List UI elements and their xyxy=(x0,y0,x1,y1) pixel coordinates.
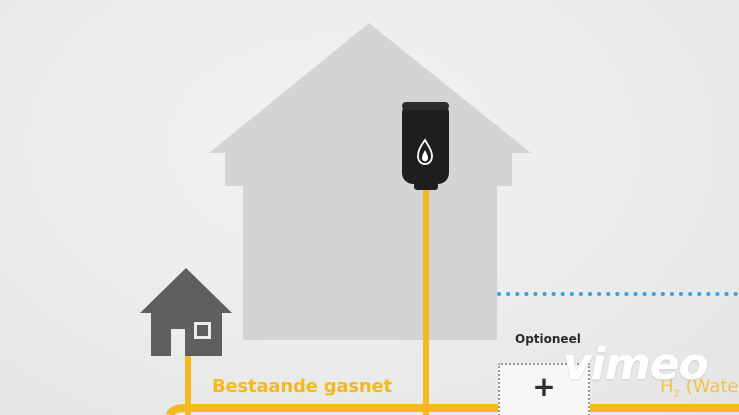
h2-symbol: H xyxy=(660,376,674,397)
gas-pipes xyxy=(166,188,739,415)
flame-icon xyxy=(417,138,433,165)
vimeo-watermark-logo[interactable]: vimeo xyxy=(563,339,709,390)
optional-component-box: + xyxy=(498,363,590,415)
optional-label: Optioneel xyxy=(515,332,581,346)
h2-suffix: (Wate xyxy=(679,376,739,397)
boiler-icon xyxy=(402,102,449,190)
h2-subscript: 2 xyxy=(673,388,680,400)
hydrogen-label: H2 (Wate xyxy=(660,376,738,400)
small-house-icon xyxy=(140,268,232,356)
plus-icon: + xyxy=(532,370,556,403)
large-house-silhouette xyxy=(209,23,531,340)
existing-gas-network-label: Bestaande gasnet xyxy=(212,376,392,397)
